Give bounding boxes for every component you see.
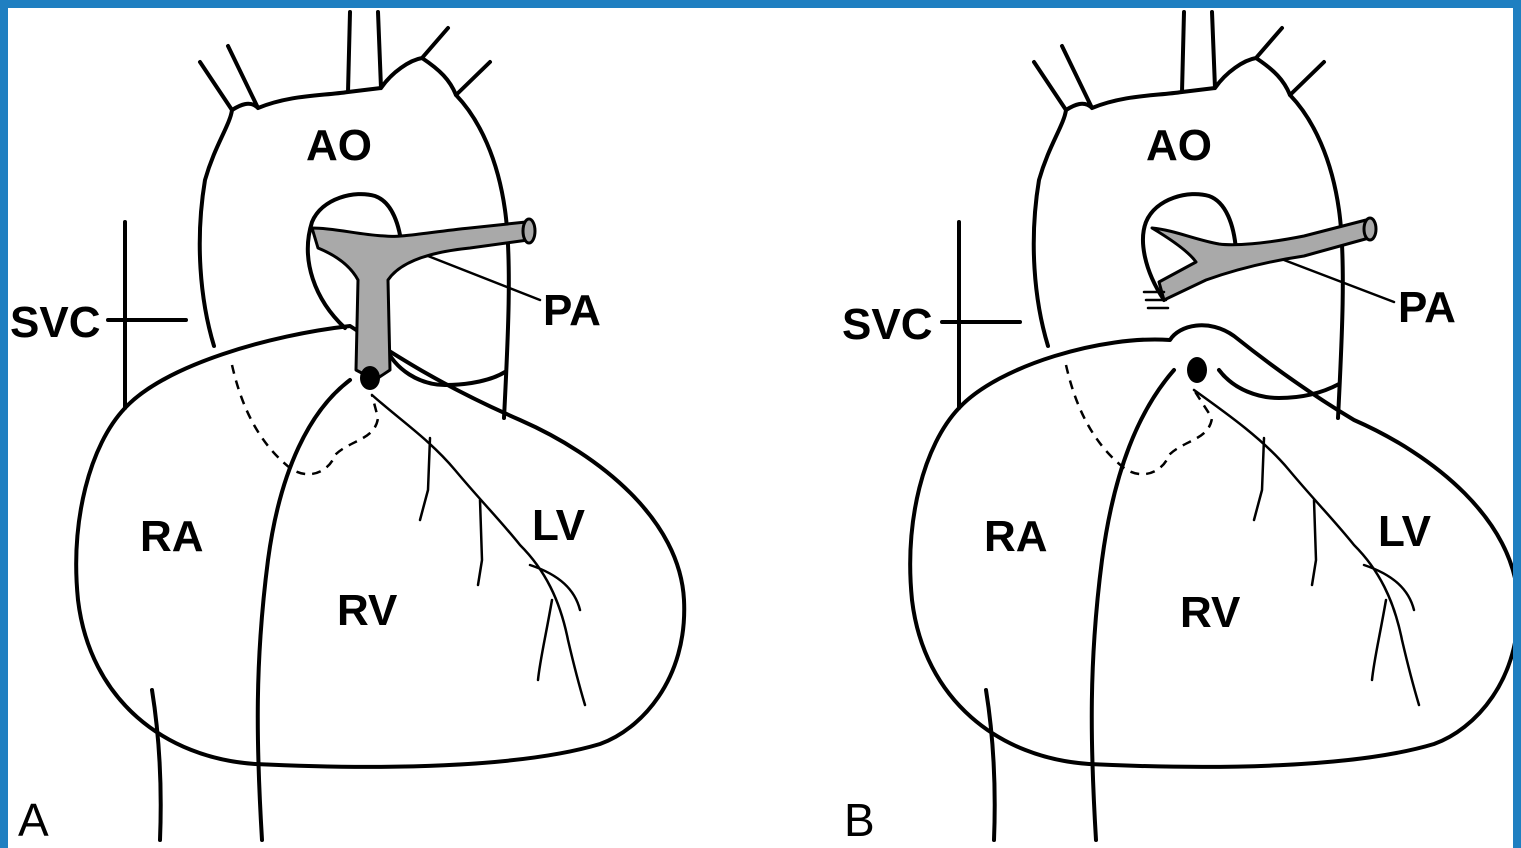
coronary-artery bbox=[372, 395, 585, 705]
ra-appendage-dashed bbox=[1066, 365, 1212, 474]
pa-branch-end bbox=[1364, 218, 1376, 240]
coronary-branch-3 bbox=[1364, 565, 1414, 610]
panel-b: AO SVC PA RA RV LV B bbox=[842, 12, 1513, 846]
panel-letter-b: B bbox=[844, 794, 875, 846]
coronary-branch-3 bbox=[530, 565, 580, 610]
aorta-left-wall bbox=[1034, 62, 1066, 346]
label-ao: AO bbox=[306, 121, 372, 170]
label-pa: PA bbox=[543, 286, 601, 335]
panel-a: AO SVC PA RA RV LV A bbox=[10, 12, 684, 846]
coronary-branch-1 bbox=[420, 438, 430, 520]
aorta-arch-top bbox=[1062, 12, 1324, 110]
label-svc: SVC bbox=[842, 300, 932, 349]
ao-root-curve bbox=[1219, 370, 1339, 398]
aorta-arch-top bbox=[228, 12, 490, 110]
aorta-left-wall bbox=[200, 62, 232, 346]
coronary-branch-2 bbox=[1312, 500, 1316, 585]
pa-branch-end bbox=[523, 219, 535, 243]
pa-leader bbox=[428, 256, 540, 300]
septum-line bbox=[1092, 370, 1174, 840]
ivc-left bbox=[986, 690, 995, 840]
pa-stump-dot bbox=[1187, 357, 1207, 383]
coronary-branch-4 bbox=[538, 600, 552, 680]
coronary-branch-2 bbox=[478, 500, 482, 585]
pulmonary-artery bbox=[1152, 220, 1369, 300]
label-lv: LV bbox=[532, 501, 586, 550]
label-svc: SVC bbox=[10, 298, 100, 347]
ao-root-curve bbox=[385, 346, 505, 385]
ivc-left bbox=[152, 690, 161, 840]
label-rv: RV bbox=[1180, 588, 1241, 637]
label-ra: RA bbox=[140, 512, 204, 561]
aorta-right-wall bbox=[456, 95, 509, 418]
panel-letter-a: A bbox=[18, 794, 49, 846]
pa-valve-dot bbox=[360, 366, 380, 390]
coronary-branch-4 bbox=[1372, 600, 1386, 680]
ra-appendage-dashed bbox=[232, 365, 378, 474]
label-lv: LV bbox=[1378, 507, 1432, 556]
coronary-branch-1 bbox=[1254, 438, 1264, 520]
heart-diagrams: AO SVC PA RA RV LV A AO SVC PA RA bbox=[8, 8, 1513, 848]
label-ao: AO bbox=[1146, 121, 1212, 170]
label-rv: RV bbox=[337, 586, 398, 635]
label-ra: RA bbox=[984, 512, 1048, 561]
pa-leader bbox=[1284, 260, 1394, 302]
pulmonary-artery bbox=[312, 222, 528, 380]
label-pa: PA bbox=[1398, 283, 1456, 332]
slide-canvas: AO SVC PA RA RV LV A AO SVC PA RA bbox=[8, 8, 1513, 848]
